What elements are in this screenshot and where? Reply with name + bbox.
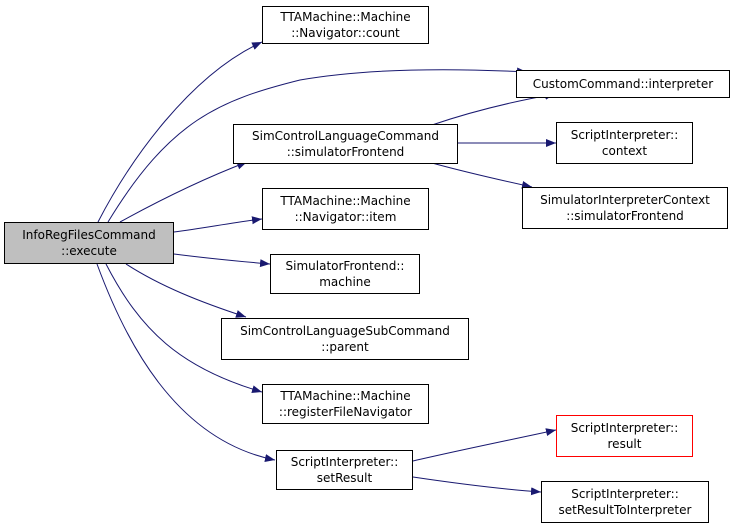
edge-set-result-to-set-result-to-interpreter	[412, 476, 542, 496]
node-register-file-navigator-line2: ::registerFileNavigator	[278, 405, 413, 419]
node-script-result[interactable]: ScriptInterpreter:: result	[556, 415, 693, 457]
node-script-context-line1: ScriptInterpreter::	[570, 128, 679, 142]
node-custom-interpreter-line1: CustomCommand::interpreter	[532, 77, 714, 91]
node-navigator-item[interactable]: TTAMachine::Machine ::Navigator::item	[262, 188, 429, 230]
node-set-result-to-interpreter[interactable]: ScriptInterpreter:: setResultToInterpret…	[541, 481, 709, 523]
node-navigator-count[interactable]: TTAMachine::Machine ::Navigator::count	[262, 6, 429, 44]
node-interp-context-frontend[interactable]: SimulatorInterpreterContext ::simulatorF…	[522, 187, 728, 229]
node-root-execute: InfoRegFilesCommand ::execute	[4, 222, 174, 264]
node-set-result[interactable]: ScriptInterpreter:: setResult	[276, 450, 413, 490]
node-sim-frontend-line2: ::simulatorFrontend	[286, 145, 405, 159]
node-frontend-machine-line2: machine	[319, 275, 371, 289]
edge-execute-to-set-result	[96, 263, 276, 462]
node-subcommand-parent-line2: ::parent	[321, 340, 369, 354]
node-sim-frontend-line1: SimControlLanguageCommand	[252, 129, 439, 143]
node-set-result-to-interpreter-line2: setResultToInterpreter	[558, 503, 692, 517]
node-navigator-item-line1: TTAMachine::Machine	[280, 194, 411, 208]
edge-execute-to-custom-interpreter	[107, 67, 528, 223]
node-register-file-navigator-line1: TTAMachine::Machine	[280, 389, 411, 403]
node-script-context[interactable]: ScriptInterpreter:: context	[556, 122, 693, 164]
node-root-execute-line1: InfoRegFilesCommand	[22, 228, 156, 242]
edge-execute-to-subcommand-parent	[125, 263, 247, 318]
node-sim-frontend[interactable]: SimControlLanguageCommand ::simulatorFro…	[233, 124, 458, 164]
node-interp-context-frontend-line1: SimulatorInterpreterContext	[540, 193, 710, 207]
node-script-context-line2: context	[601, 144, 648, 158]
node-subcommand-parent[interactable]: SimControlLanguageSubCommand ::parent	[221, 318, 469, 360]
node-navigator-count-line1: TTAMachine::Machine	[280, 10, 411, 24]
node-navigator-count-line2: ::Navigator::count	[291, 26, 400, 40]
node-navigator-item-line2: ::Navigator::item	[294, 210, 397, 224]
node-frontend-machine[interactable]: SimulatorFrontend:: machine	[270, 254, 420, 294]
edge-execute-to-navigator-count	[97, 41, 263, 223]
node-script-result-line1: ScriptInterpreter::	[570, 421, 679, 435]
node-script-result-line2: result	[607, 437, 642, 451]
node-frontend-machine-line1: SimulatorFrontend::	[285, 259, 405, 273]
node-register-file-navigator[interactable]: TTAMachine::Machine ::registerFileNaviga…	[262, 384, 429, 424]
node-set-result-to-interpreter-line1: ScriptInterpreter::	[571, 487, 679, 501]
edge-execute-to-frontend-machine	[173, 253, 271, 268]
node-subcommand-parent-line1: SimControlLanguageSubCommand	[240, 324, 450, 338]
edge-sim-frontend-to-interp-context-frontend	[431, 162, 533, 189]
edge-execute-to-register-file-navigator	[105, 263, 263, 394]
edge-set-result-to-script-result	[412, 428, 557, 462]
node-root-execute-line2: ::execute	[61, 244, 117, 258]
edge-execute-to-sim-frontend	[119, 161, 248, 223]
node-set-result-line2: setResult	[316, 471, 373, 485]
edge-execute-to-navigator-item	[173, 216, 263, 233]
node-interp-context-frontend-line2: ::simulatorFrontend	[566, 209, 684, 223]
node-custom-interpreter[interactable]: CustomCommand::interpreter	[516, 70, 730, 98]
node-set-result-line1: ScriptInterpreter::	[290, 455, 399, 469]
edge-sim-frontend-to-custom-interpreter	[431, 91, 556, 126]
